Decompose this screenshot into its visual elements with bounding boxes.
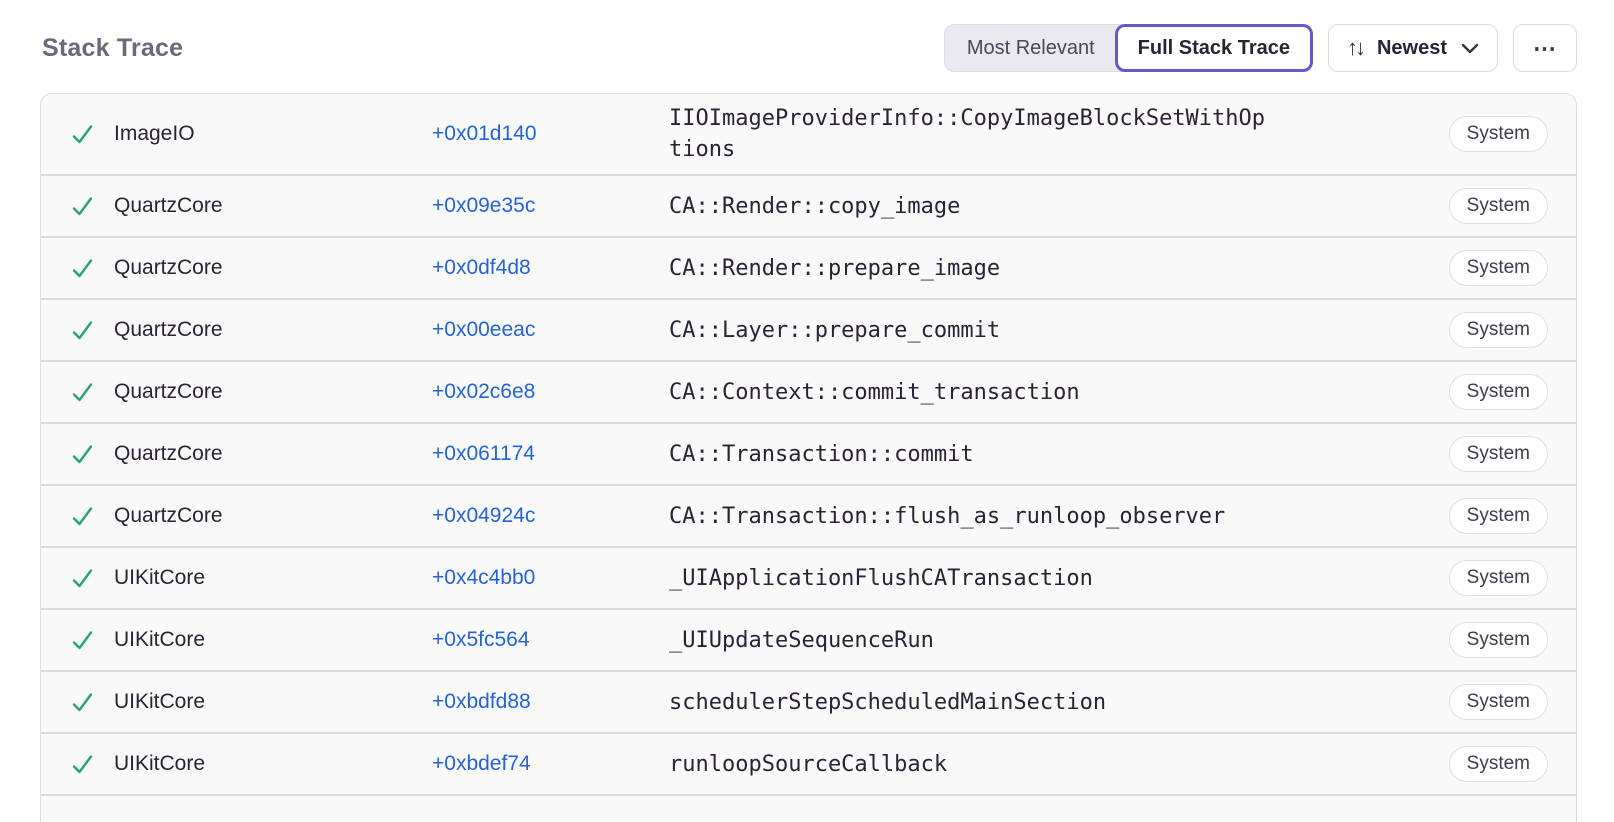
check-icon bbox=[69, 441, 96, 468]
frame-address-link[interactable]: +0x09e35c bbox=[432, 194, 536, 217]
check-icon bbox=[69, 627, 96, 654]
frame-address-link[interactable]: +0x04924c bbox=[432, 504, 536, 527]
frame-system-badge: System bbox=[1448, 312, 1548, 348]
frame-address-link[interactable]: +0xbdef74 bbox=[432, 752, 531, 775]
frame-system-badge: System bbox=[1448, 560, 1548, 596]
frame-package: QuartzCore bbox=[114, 442, 223, 465]
table-row[interactable]: ImageIO +0x01d140 IIOImageProviderInfo::… bbox=[41, 94, 1576, 174]
frame-function: _UIUpdateSequenceRun bbox=[669, 627, 934, 653]
check-icon bbox=[69, 255, 96, 282]
full-stack-trace-button[interactable]: Full Stack Trace bbox=[1114, 24, 1313, 72]
check-icon bbox=[69, 317, 96, 344]
frame-system-badge: System bbox=[1448, 746, 1548, 782]
ellipsis-icon: ⋯ bbox=[1533, 34, 1557, 61]
frame-function: runloopSourceCallback bbox=[669, 751, 948, 777]
table-row[interactable]: QuartzCore +0x09e35c CA::Render::copy_im… bbox=[41, 174, 1576, 236]
check-icon bbox=[69, 121, 96, 148]
frame-system-badge: System bbox=[1448, 116, 1548, 152]
check-icon bbox=[69, 751, 96, 778]
frame-system-badge: System bbox=[1448, 684, 1548, 720]
check-icon bbox=[69, 503, 96, 530]
frame-function: CA::Context::commit_transaction bbox=[669, 379, 1080, 405]
frame-package: QuartzCore bbox=[114, 256, 223, 279]
table-row[interactable]: QuartzCore +0x061174 CA::Transaction::co… bbox=[41, 422, 1576, 484]
frame-package: UIKitCore bbox=[114, 752, 206, 775]
toolbar: Most Relevant Full Stack Trace ↑↓ Newest… bbox=[943, 24, 1577, 72]
frame-function: CA::Layer::prepare_commit bbox=[669, 317, 1001, 343]
more-options-button[interactable]: ⋯ bbox=[1513, 24, 1577, 72]
frame-address-link[interactable]: +0x01d140 bbox=[432, 122, 537, 145]
frame-system-badge: System bbox=[1448, 436, 1548, 472]
check-icon bbox=[69, 379, 96, 406]
frame-package: UIKitCore bbox=[114, 690, 206, 713]
table-row[interactable]: QuartzCore +0x02c6e8 CA::Context::commit… bbox=[41, 360, 1576, 422]
stack-trace-table: ImageIO +0x01d140 IIOImageProviderInfo::… bbox=[40, 93, 1577, 822]
frame-system-badge: System bbox=[1448, 250, 1548, 286]
frame-address-link[interactable]: +0x061174 bbox=[432, 442, 535, 465]
frame-package: ImageIO bbox=[114, 122, 195, 145]
most-relevant-button[interactable]: Most Relevant bbox=[943, 24, 1125, 72]
table-row[interactable]: UIKitCore +0x4c4bb0 _UIApplicationFlushC… bbox=[41, 546, 1576, 608]
sort-arrows-icon: ↑↓ bbox=[1346, 35, 1366, 60]
frame-function: schedulerStepScheduledMainSection bbox=[669, 689, 1107, 715]
sort-label: Newest bbox=[1376, 36, 1447, 59]
frame-system-badge: System bbox=[1448, 622, 1548, 658]
frame-system-badge: System bbox=[1448, 188, 1548, 224]
table-row[interactable]: QuartzCore +0x00eeac CA::Layer::prepare_… bbox=[41, 298, 1576, 360]
check-icon bbox=[69, 565, 96, 592]
frame-package: UIKitCore bbox=[114, 628, 206, 651]
frame-system-badge: System bbox=[1448, 498, 1548, 534]
frame-function: CA::Render::prepare_image bbox=[669, 255, 1001, 281]
table-row[interactable]: UIKitCore +0x5fc564 _UIUpdateSequenceRun… bbox=[41, 608, 1576, 670]
frame-package: QuartzCore bbox=[114, 194, 223, 217]
frame-package: QuartzCore bbox=[114, 380, 223, 403]
frame-address-link[interactable]: +0x5fc564 bbox=[432, 628, 530, 651]
frame-package: QuartzCore bbox=[114, 318, 223, 341]
table-row[interactable]: UIKitCore +0xbdef74 runloopSourceCallbac… bbox=[41, 732, 1576, 794]
frame-function: CA::Render::copy_image bbox=[669, 193, 961, 219]
table-row[interactable]: UIKitCore +0xbdfd88 schedulerStepSchedul… bbox=[41, 670, 1576, 732]
frame-function: CA::Transaction::commit bbox=[669, 441, 974, 467]
frame-system-badge: System bbox=[1448, 374, 1548, 410]
check-icon bbox=[69, 193, 96, 220]
frame-function: CA::Transaction::flush_as_runloop_observ… bbox=[669, 503, 1226, 529]
frame-address-link[interactable]: +0x00eeac bbox=[432, 318, 536, 341]
chevron-down-icon bbox=[1461, 43, 1479, 54]
frame-address-link[interactable]: +0xbdfd88 bbox=[432, 690, 531, 713]
table-row[interactable]: QuartzCore +0x04924c CA::Transaction::fl… bbox=[41, 484, 1576, 546]
frame-function: IIOImageProviderInfo::CopyImageBlockSetW… bbox=[669, 106, 1266, 162]
frame-address-link[interactable]: +0x02c6e8 bbox=[432, 380, 536, 403]
frame-function: _UIApplicationFlushCATransaction bbox=[669, 565, 1093, 591]
table-row[interactable]: QuartzCore +0x0df4d8 CA::Render::prepare… bbox=[41, 236, 1576, 298]
frame-address-link[interactable]: +0x0df4d8 bbox=[432, 256, 531, 279]
page-title: Stack Trace bbox=[42, 33, 184, 62]
view-toggle-segmented-control: Most Relevant Full Stack Trace bbox=[943, 24, 1313, 72]
frame-package: UIKitCore bbox=[114, 566, 206, 589]
sort-newest-button[interactable]: ↑↓ Newest bbox=[1327, 24, 1498, 72]
frame-address-link[interactable]: +0x4c4bb0 bbox=[432, 566, 536, 589]
table-row-partial bbox=[41, 794, 1576, 822]
check-icon bbox=[69, 689, 96, 716]
stack-trace-header: Stack Trace Most Relevant Full Stack Tra… bbox=[0, 0, 1614, 72]
frame-package: QuartzCore bbox=[114, 504, 223, 527]
